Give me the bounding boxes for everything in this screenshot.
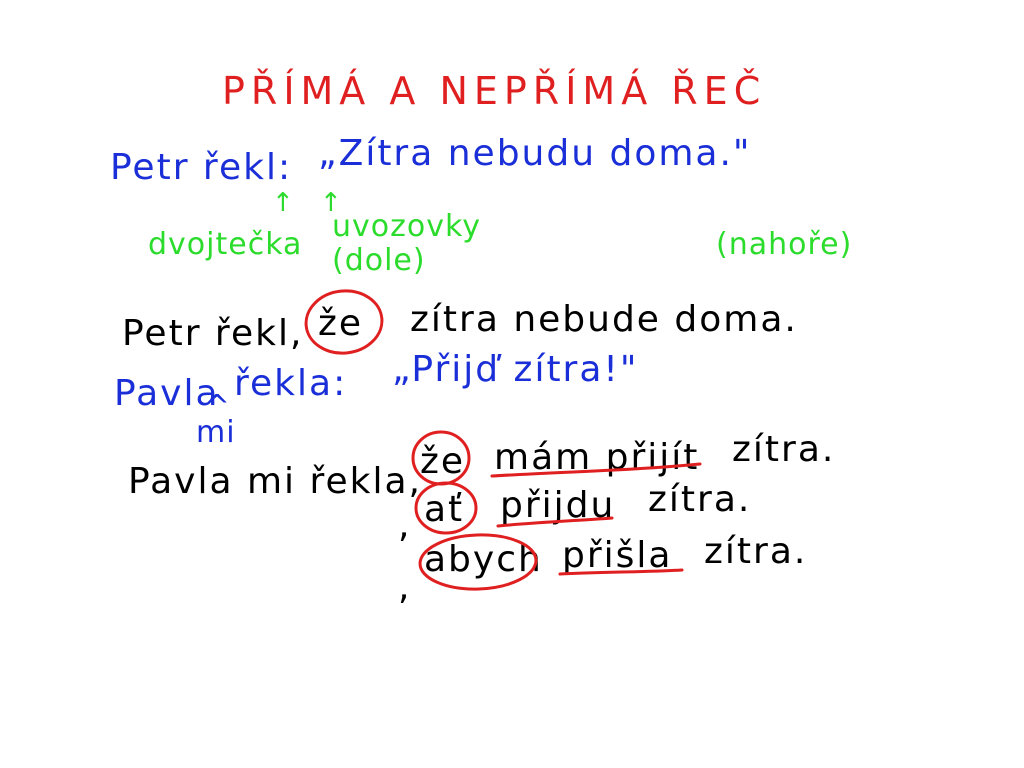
example1-indirect-start: Petr řekl, bbox=[122, 313, 304, 354]
example2-verb: řekla: bbox=[234, 363, 348, 404]
example2-insert: mi bbox=[196, 415, 236, 450]
line2-comma: , bbox=[398, 505, 412, 546]
line3-comma: , bbox=[398, 567, 412, 608]
line3-conj: abych bbox=[424, 539, 543, 580]
quote-note-line2: (dole) bbox=[332, 243, 426, 278]
colon-arrow-icon: ↑ bbox=[272, 188, 294, 218]
line3-verb: přišla bbox=[562, 535, 673, 576]
quote-note-line1: uvozovky bbox=[332, 209, 482, 244]
upper-quote-note: (nahoře) bbox=[716, 227, 853, 262]
example1-indirect-conj: že bbox=[318, 303, 364, 344]
colon-note: dvojtečka bbox=[148, 227, 303, 262]
example2-speaker: Pavla bbox=[114, 373, 220, 414]
line1-verb: mám přijít bbox=[494, 437, 700, 478]
line1-conj: že bbox=[420, 441, 466, 482]
line2-rest: zítra. bbox=[648, 479, 752, 520]
quote-arrow-icon: ↑ bbox=[320, 188, 342, 218]
line1-rest: zítra. bbox=[732, 429, 836, 470]
example1-indirect-rest: zítra nebude doma. bbox=[410, 299, 798, 340]
example1-quote: „Zítra nebudu doma." bbox=[318, 133, 752, 174]
line2-conj: ať bbox=[424, 489, 465, 530]
line2-verb: přijdu bbox=[500, 485, 616, 526]
line3-rest: zítra. bbox=[704, 531, 808, 572]
insert-caret-icon: ^ bbox=[204, 389, 231, 425]
example2-quote: „Přijď zítra!" bbox=[392, 349, 639, 390]
page-title: PŘÍMÁ A NEPŘÍMÁ ŘEČ bbox=[222, 69, 767, 113]
example1-speaker: Petr řekl: bbox=[110, 147, 293, 188]
example2-indirect-start: Pavla mi řekla, bbox=[128, 461, 422, 502]
